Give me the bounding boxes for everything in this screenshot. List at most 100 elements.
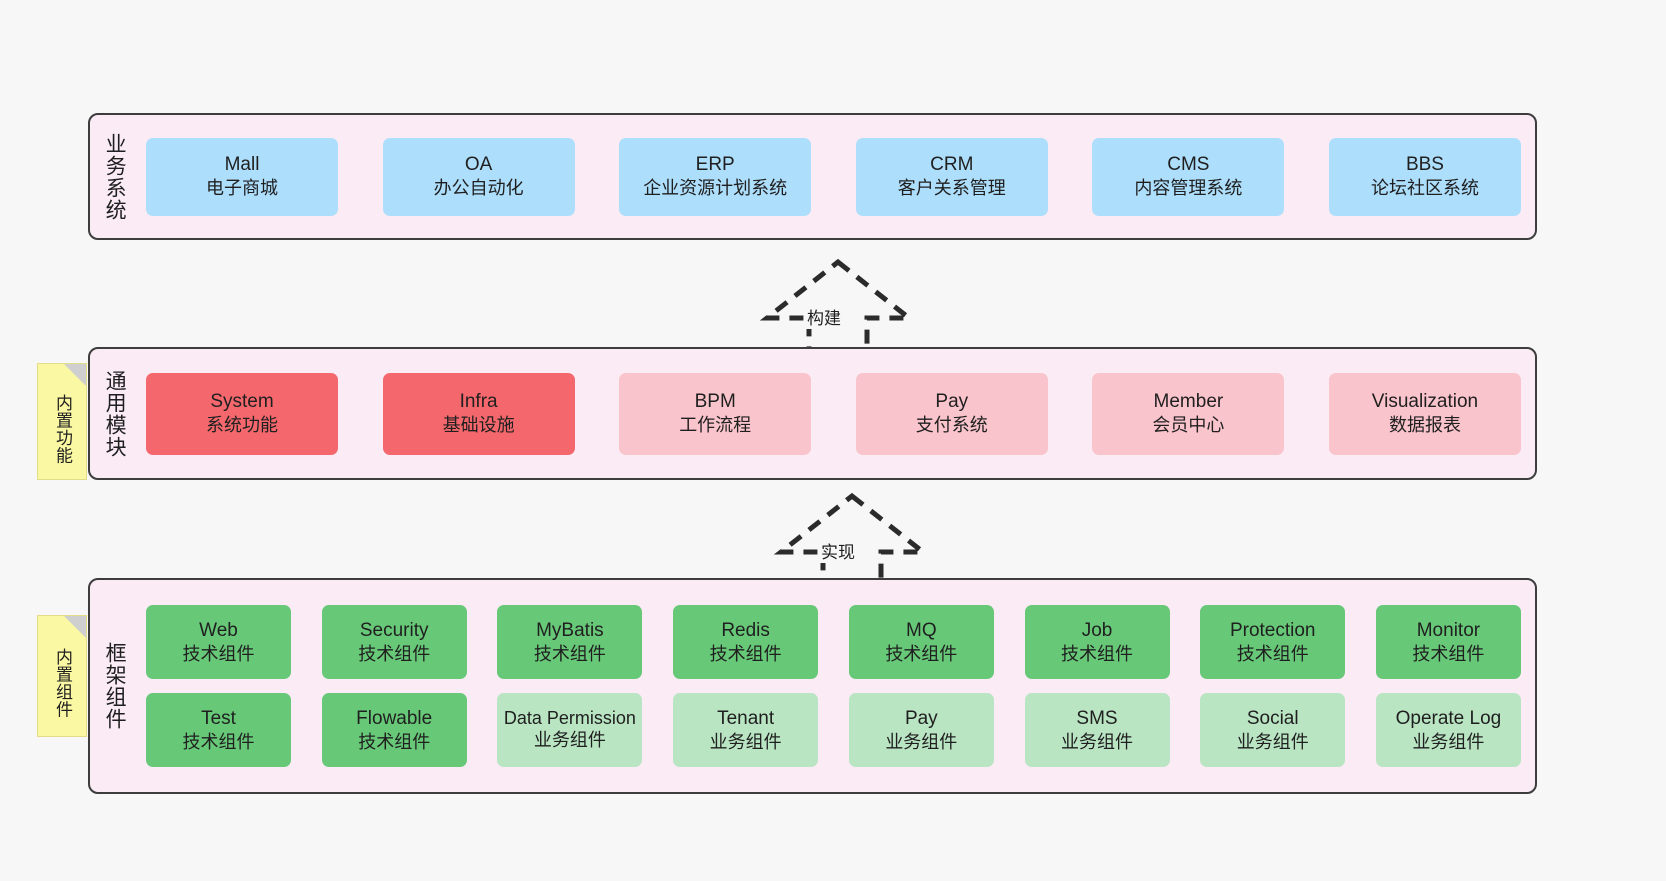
card-social-en: Social <box>1246 707 1299 729</box>
card-redis[interactable]: Redis 技术组件 <box>673 605 819 679</box>
card-social-cn: 业务组件 <box>1236 731 1309 752</box>
card-infra[interactable]: Infra 基础设施 <box>382 372 575 455</box>
card-pay-component-cn: 业务组件 <box>885 731 958 752</box>
card-erp[interactable]: ERP 企业资源计划系统 <box>619 137 812 216</box>
card-web-cn: 技术组件 <box>182 643 255 664</box>
card-infra-en: Infra <box>459 391 498 413</box>
card-member-cn: 会员中心 <box>1152 415 1225 436</box>
card-infra-cn: 基础设施 <box>442 415 515 436</box>
card-monitor-cn: 技术组件 <box>1412 643 1485 664</box>
card-protection-en: Protection <box>1229 619 1316 641</box>
card-cms-cn: 内容管理系统 <box>1134 178 1243 199</box>
card-web-en: Web <box>199 619 238 641</box>
card-security-en: Security <box>359 619 429 641</box>
card-bpm-en: BPM <box>694 391 736 413</box>
card-job-en: Job <box>1081 619 1113 641</box>
card-mq[interactable]: MQ 技术组件 <box>848 605 994 679</box>
card-mybatis-en: MyBatis <box>536 619 604 641</box>
card-oa-en: OA <box>464 154 493 176</box>
card-erp-en: ERP <box>695 154 735 176</box>
card-pay-component[interactable]: Pay 业务组件 <box>848 693 994 767</box>
card-redis-en: Redis <box>721 619 770 641</box>
card-visualization[interactable]: Visualization 数据报表 <box>1328 372 1521 455</box>
card-tenant[interactable]: Tenant 业务组件 <box>673 693 819 767</box>
card-bbs-cn: 论坛社区系统 <box>1370 178 1479 199</box>
sticky-note-builtin-functions-label: 内置功能 <box>53 393 73 464</box>
card-test-en: Test <box>201 707 236 729</box>
card-data-permission-cn: 业务组件 <box>533 730 606 751</box>
card-pay-module[interactable]: Pay 支付系统 <box>855 372 1048 455</box>
card-crm-en: CRM <box>930 154 974 176</box>
card-mq-en: MQ <box>906 619 937 641</box>
card-flowable[interactable]: Flowable 技术组件 <box>321 693 467 767</box>
arrow-build: 构建 <box>759 258 917 355</box>
card-data-permission[interactable]: Data Permission 业务组件 <box>497 693 643 767</box>
card-sms-en: SMS <box>1076 707 1118 729</box>
sticky-note-builtin-components-label: 内置组件 <box>53 648 73 718</box>
card-test-cn: 技术组件 <box>182 731 255 752</box>
card-member-en: Member <box>1153 391 1224 413</box>
arrow-implement-label: 实现 <box>820 538 856 563</box>
card-pay-component-en: Pay <box>904 707 938 729</box>
card-operate-log-cn: 业务组件 <box>1412 731 1485 752</box>
page-fold-icon <box>64 364 86 386</box>
card-redis-cn: 技术组件 <box>709 643 782 664</box>
card-bpm-cn: 工作流程 <box>679 415 752 436</box>
layer-business-system-title: 业务系统 <box>103 132 127 221</box>
framework-row-1: Web 技术组件 Security 技术组件 MyBatis 技术组件 Redi… <box>146 605 1521 679</box>
card-sms-cn: 业务组件 <box>1061 731 1134 752</box>
card-bpm[interactable]: BPM 工作流程 <box>619 372 812 455</box>
card-operate-log[interactable]: Operate Log 业务组件 <box>1375 693 1521 767</box>
card-mall[interactable]: Mall 电子商城 <box>146 137 338 216</box>
card-oa[interactable]: OA 办公自动化 <box>382 137 575 216</box>
card-visualization-cn: 数据报表 <box>1388 415 1461 436</box>
card-member[interactable]: Member 会员中心 <box>1092 372 1285 455</box>
arrow-implement: 实现 <box>773 492 931 589</box>
card-crm[interactable]: CRM 客户关系管理 <box>855 137 1048 216</box>
card-data-permission-en: Data Permission <box>503 708 636 729</box>
sticky-note-builtin-components: 内置组件 <box>37 615 87 737</box>
card-mall-cn: 电子商城 <box>206 178 278 199</box>
card-visualization-en: Visualization <box>1371 391 1479 413</box>
card-mybatis-cn: 技术组件 <box>533 643 606 664</box>
card-tenant-cn: 业务组件 <box>709 731 782 752</box>
layer-framework-components: 框架组件 Web 技术组件 Security 技术组件 MyBatis 技术组件… <box>88 578 1537 794</box>
card-cms-en: CMS <box>1167 154 1210 176</box>
card-crm-cn: 客户关系管理 <box>897 178 1006 199</box>
card-mybatis[interactable]: MyBatis 技术组件 <box>497 605 643 679</box>
sticky-note-builtin-functions: 内置功能 <box>37 363 87 480</box>
card-security[interactable]: Security 技术组件 <box>321 605 467 679</box>
card-security-cn: 技术组件 <box>358 643 431 664</box>
card-monitor-en: Monitor <box>1416 619 1481 641</box>
card-job[interactable]: Job 技术组件 <box>1024 605 1170 679</box>
card-bbs[interactable]: BBS 论坛社区系统 <box>1328 137 1521 216</box>
layer-framework-components-title: 框架组件 <box>103 642 127 730</box>
layer-business-system: 业务系统 Mall 电子商城 OA 办公自动化 ERP 企业资源计划系统 CRM… <box>88 113 1537 240</box>
layer-common-modules-cards: System 系统功能 Infra 基础设施 BPM 工作流程 Pay 支付系统… <box>138 349 1535 478</box>
card-protection[interactable]: Protection 技术组件 <box>1200 605 1346 679</box>
card-social[interactable]: Social 业务组件 <box>1200 693 1346 767</box>
layer-common-modules-title: 通用模块 <box>103 369 127 458</box>
card-system[interactable]: System 系统功能 <box>146 372 338 455</box>
card-web[interactable]: Web 技术组件 <box>146 605 291 679</box>
card-tenant-en: Tenant <box>717 707 775 729</box>
card-bbs-en: BBS <box>1405 154 1444 176</box>
card-monitor[interactable]: Monitor 技术组件 <box>1375 605 1521 679</box>
card-oa-cn: 办公自动化 <box>433 178 524 199</box>
card-mq-cn: 技术组件 <box>885 643 958 664</box>
card-pay-module-cn: 支付系统 <box>915 415 988 436</box>
card-erp-cn: 企业资源计划系统 <box>643 178 788 199</box>
card-cms[interactable]: CMS 内容管理系统 <box>1092 137 1285 216</box>
framework-row-2: Test 技术组件 Flowable 技术组件 Data Permission … <box>146 693 1521 767</box>
card-sms[interactable]: SMS 业务组件 <box>1024 693 1170 767</box>
layer-common-modules: 通用模块 System 系统功能 Infra 基础设施 BPM 工作流程 Pay… <box>88 347 1537 480</box>
card-operate-log-en: Operate Log <box>1395 707 1502 729</box>
card-test[interactable]: Test 技术组件 <box>146 693 291 767</box>
card-mall-en: Mall <box>224 154 260 176</box>
card-protection-cn: 技术组件 <box>1236 643 1309 664</box>
card-system-en: System <box>210 391 274 413</box>
layer-framework-components-body: Web 技术组件 Security 技术组件 MyBatis 技术组件 Redi… <box>138 580 1535 792</box>
card-flowable-cn: 技术组件 <box>358 731 431 752</box>
layer-business-system-cards: Mall 电子商城 OA 办公自动化 ERP 企业资源计划系统 CRM 客户关系… <box>138 115 1535 238</box>
